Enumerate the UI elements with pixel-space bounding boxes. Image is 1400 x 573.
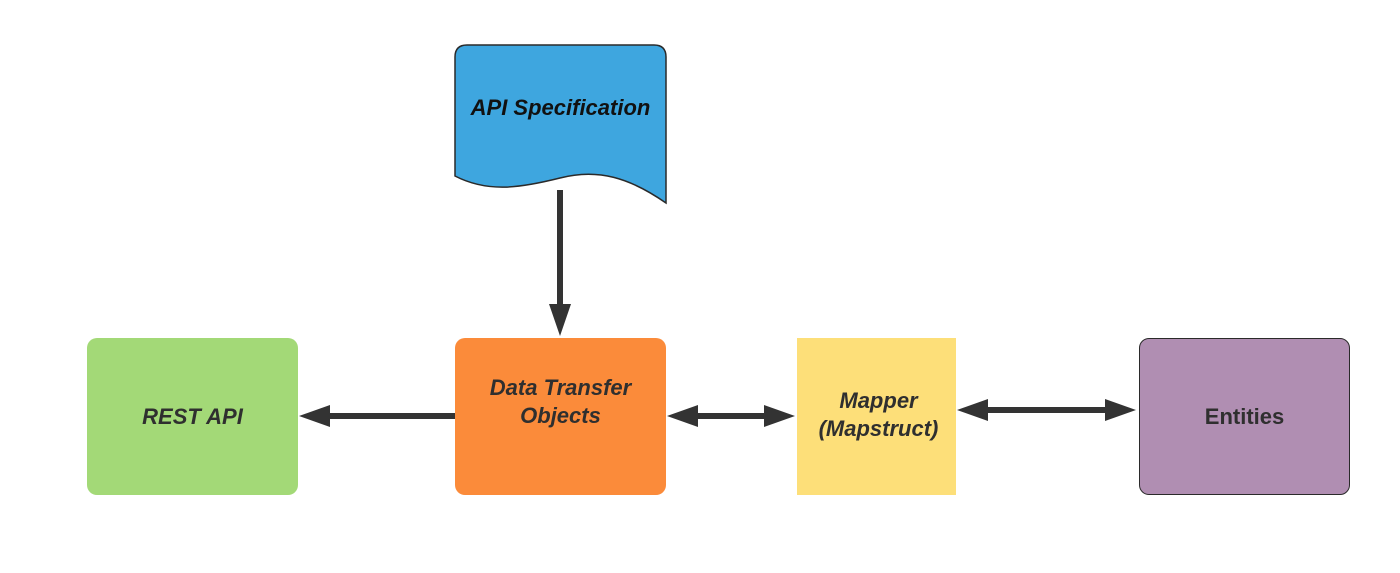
edge-spec-to-dto-arrowhead	[549, 304, 571, 336]
mapper-label: Mapper (Mapstruct)	[818, 387, 939, 441]
data-transfer-objects-node: Data Transfer Objects	[455, 338, 666, 495]
entities-node: Entities	[1139, 338, 1350, 495]
edge-dto-mapper-arrowhead-left	[667, 405, 698, 427]
edge-dto-to-rest-arrowhead	[299, 405, 330, 427]
api-specification-label: API Specification	[470, 95, 651, 120]
rest-api-node: REST API	[87, 338, 298, 495]
edge-mapper-entities-arrowhead-right	[1105, 399, 1136, 421]
data-transfer-objects-label: Data Transfer Objects	[489, 374, 632, 428]
api-specification-document-shape	[454, 44, 667, 205]
rest-api-label: REST API	[142, 403, 243, 429]
entities-label: Entities	[1204, 403, 1285, 429]
edge-mapper-entities-arrowhead-left	[957, 399, 988, 421]
mapper-node: Mapper (Mapstruct)	[797, 338, 956, 495]
edge-dto-mapper-arrowhead-right	[764, 405, 795, 427]
